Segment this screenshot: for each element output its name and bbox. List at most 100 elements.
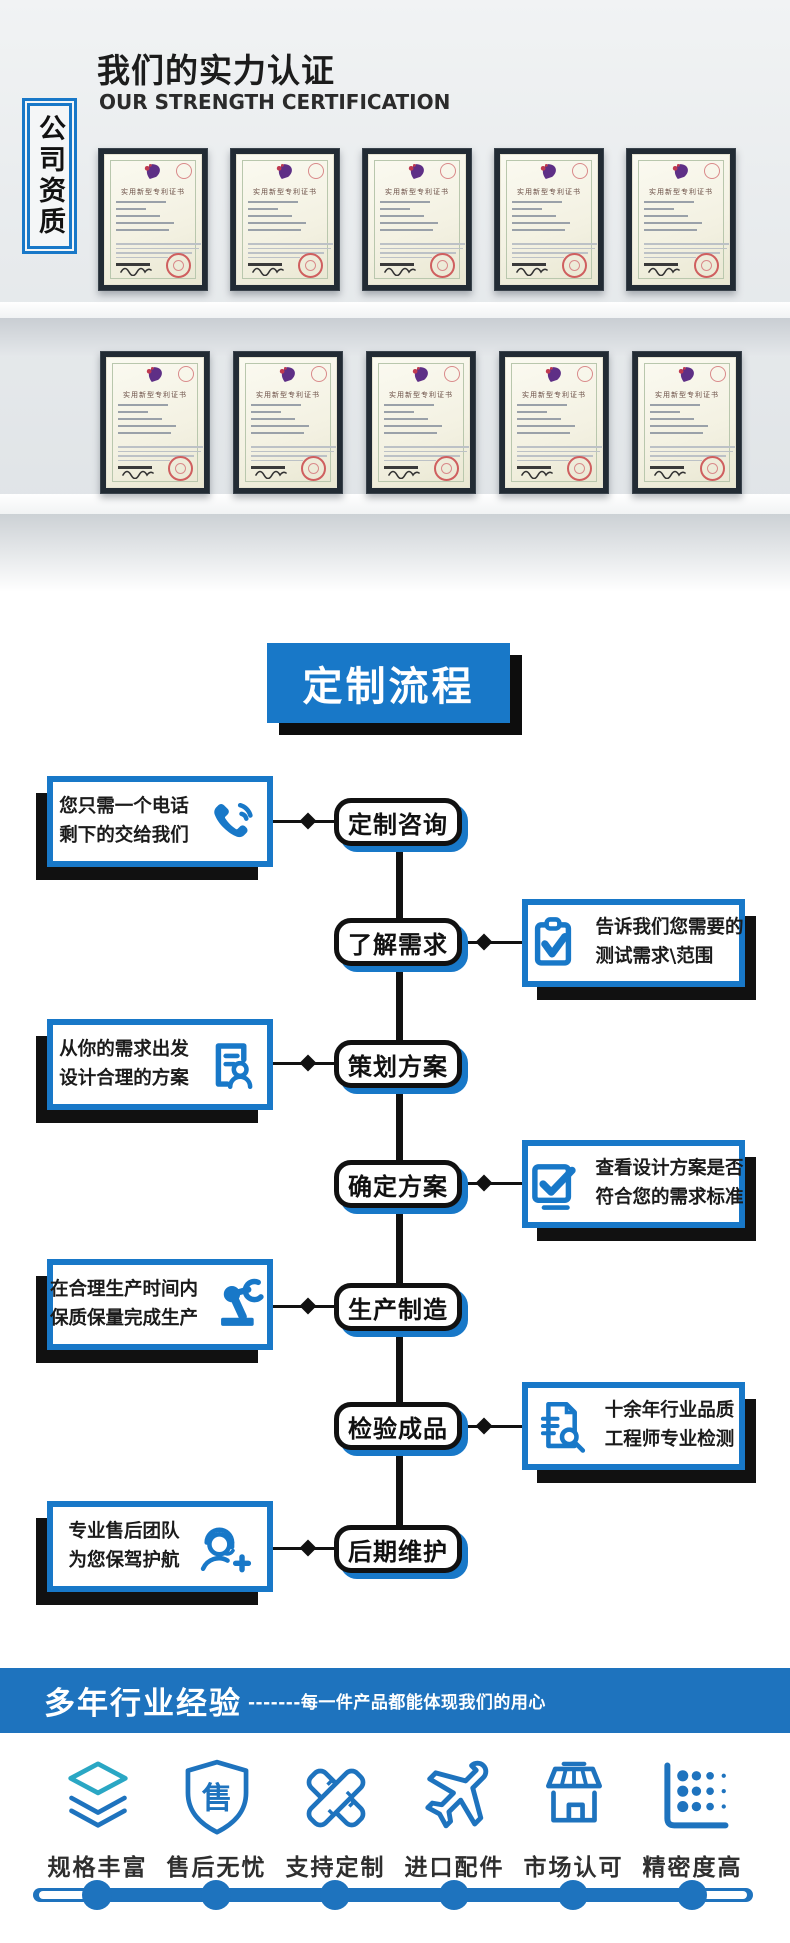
shelf-1-shadow bbox=[0, 318, 790, 356]
document-user-icon bbox=[215, 1042, 253, 1089]
feature-precision: 精密度高 bbox=[633, 1752, 752, 1882]
signature bbox=[255, 470, 287, 479]
certificate-frame: 实用新型专利证书 bbox=[362, 148, 472, 291]
timeline-right-cap bbox=[697, 1891, 747, 1899]
signature bbox=[516, 267, 548, 276]
patent-logo-icon bbox=[144, 163, 160, 179]
precision-chart-icon bbox=[663, 1762, 728, 1829]
feature-aftersales: 售 售后无忧 bbox=[157, 1752, 276, 1882]
patent-logo-icon bbox=[412, 366, 428, 382]
flow-card-6: 十余年行业品质工程师专业检测 bbox=[522, 1382, 745, 1470]
signature bbox=[384, 267, 416, 276]
patent-logo-icon bbox=[276, 163, 292, 179]
patent-logo-icon bbox=[540, 163, 556, 179]
feature-row: 规格丰富 售 售后无忧 支持定制 进口配件 bbox=[38, 1752, 752, 1882]
flow-card-3: 从你的需求出发设计合理的方案 bbox=[47, 1019, 273, 1110]
connector-diamond bbox=[475, 1417, 493, 1435]
certificate-frame: 实用新型专利证书 bbox=[233, 351, 343, 494]
flow-node-3: 策划方案 bbox=[334, 1040, 462, 1088]
patent-logo-icon bbox=[146, 366, 162, 382]
airplane-icon bbox=[424, 1760, 488, 1829]
red-seal-icon bbox=[700, 456, 725, 481]
seal-icon bbox=[178, 366, 194, 382]
experience-subtitle: -------每一件产品都能体现我们的用心 bbox=[248, 1693, 546, 1713]
certificate-frame: 实用新型专利证书 bbox=[626, 148, 736, 291]
certificate-frame: 实用新型专利证书 bbox=[499, 351, 609, 494]
connector bbox=[461, 1425, 523, 1428]
patent-logo-icon bbox=[545, 366, 561, 382]
shelf-1 bbox=[0, 302, 790, 318]
seal-icon bbox=[444, 366, 460, 382]
document-search-icon bbox=[540, 1401, 585, 1453]
connector bbox=[461, 941, 523, 944]
svg-text:售: 售 bbox=[201, 1780, 232, 1816]
certificate-frame: 实用新型专利证书 bbox=[366, 351, 476, 494]
timeline-dot bbox=[558, 1880, 588, 1910]
seal-icon bbox=[440, 163, 456, 179]
patent-logo-icon bbox=[408, 163, 424, 179]
seal-icon bbox=[311, 366, 327, 382]
flow-card-2: 告诉我们您需要的测试需求\范围 bbox=[522, 899, 745, 987]
flow-node-7: 后期维护 bbox=[334, 1525, 462, 1573]
timeline-dot bbox=[677, 1880, 707, 1910]
connector-diamond bbox=[299, 1054, 317, 1072]
process-banner-text: 定制流程 bbox=[302, 664, 475, 710]
flow-node-5: 生产制造 bbox=[334, 1283, 462, 1331]
seal-icon bbox=[710, 366, 726, 382]
phone-icon bbox=[214, 802, 253, 837]
flow-card-7: 专业售后团队为您保驾护航 bbox=[47, 1501, 273, 1592]
red-seal-icon bbox=[562, 253, 587, 278]
clipboard-check-icon bbox=[534, 917, 571, 966]
connector-diamond bbox=[299, 1539, 317, 1557]
experience-title: 多年行业经验 bbox=[44, 1686, 242, 1722]
certificate-frame: 实用新型专利证书 bbox=[100, 351, 210, 494]
seal-icon bbox=[308, 163, 324, 179]
red-seal-icon bbox=[298, 253, 323, 278]
red-seal-icon bbox=[166, 253, 191, 278]
timeline-dot bbox=[320, 1880, 350, 1910]
flow-card-4: 查看设计方案是否符合您的需求标准 bbox=[522, 1140, 745, 1228]
connector-diamond bbox=[475, 1174, 493, 1192]
checkbox-icon bbox=[531, 1164, 576, 1210]
red-seal-icon bbox=[168, 456, 193, 481]
signature bbox=[521, 470, 553, 479]
red-seal-icon bbox=[301, 456, 326, 481]
flow-node-4: 确定方案 bbox=[334, 1160, 462, 1208]
timeline-dot bbox=[82, 1880, 112, 1910]
pen-ruler-icon bbox=[306, 1768, 365, 1828]
signature bbox=[122, 470, 154, 479]
feature-imported: 进口配件 bbox=[395, 1752, 514, 1882]
flow-node-1: 定制咨询 bbox=[334, 798, 462, 846]
connector-diamond bbox=[475, 933, 493, 951]
timeline-left-cap bbox=[39, 1891, 89, 1899]
robot-arm-icon bbox=[221, 1278, 264, 1326]
signature bbox=[654, 470, 686, 479]
company-qualification-label: 公司资质 bbox=[22, 98, 77, 254]
connector-diamond bbox=[299, 1297, 317, 1315]
section-subtitle: OUR STRENGTH CERTIFICATION bbox=[99, 90, 451, 114]
seal-icon bbox=[176, 163, 192, 179]
patent-logo-icon bbox=[678, 366, 694, 382]
signature bbox=[120, 267, 152, 276]
connector-diamond bbox=[299, 812, 317, 830]
red-seal-icon bbox=[434, 456, 459, 481]
customer-service-icon bbox=[200, 1527, 251, 1572]
shelf-2-shadow bbox=[0, 514, 790, 592]
flow-card-1: 您只需一个电话剩下的交给我们 bbox=[47, 776, 273, 867]
seal-icon bbox=[704, 163, 720, 179]
flow-node-2: 了解需求 bbox=[334, 918, 462, 966]
layers-icon bbox=[67, 1761, 128, 1828]
timeline-line bbox=[33, 1888, 753, 1902]
seal-icon bbox=[572, 163, 588, 179]
timeline-dot bbox=[439, 1880, 469, 1910]
patent-logo-icon bbox=[672, 163, 688, 179]
connector bbox=[461, 1182, 523, 1185]
signature bbox=[252, 267, 284, 276]
signature bbox=[648, 267, 680, 276]
flow-card-5: 在合理生产时间内保质保量完成生产 bbox=[47, 1259, 273, 1350]
patent-logo-icon bbox=[279, 366, 295, 382]
experience-bar: 多年行业经验 -------每一件产品都能体现我们的用心 bbox=[0, 1668, 790, 1733]
timeline-dot bbox=[201, 1880, 231, 1910]
shelf-2 bbox=[0, 494, 790, 514]
store-icon bbox=[545, 1761, 602, 1823]
